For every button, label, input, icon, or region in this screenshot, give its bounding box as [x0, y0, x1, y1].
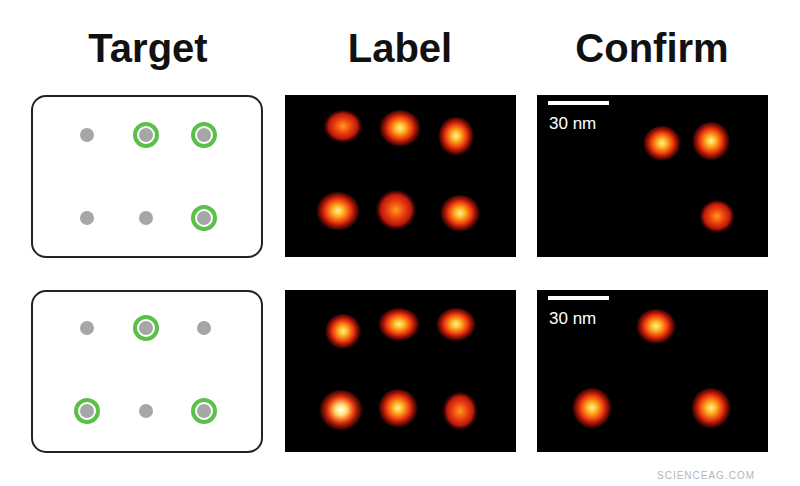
scale-bar-label: 30 nm [549, 115, 596, 132]
microscopy-image [537, 95, 768, 257]
microscopy-image [285, 290, 516, 452]
column-heading: Confirm [575, 28, 728, 68]
scale-bar-label: 30 nm [549, 310, 596, 327]
target-panel [32, 291, 262, 452]
microscopy-image [537, 290, 768, 452]
microscopy-image [285, 95, 516, 257]
target-panel [32, 96, 262, 257]
column-heading: Target [88, 28, 207, 68]
watermark: SCIENCEAG.COM [657, 471, 755, 481]
column-heading: Label [348, 28, 452, 68]
